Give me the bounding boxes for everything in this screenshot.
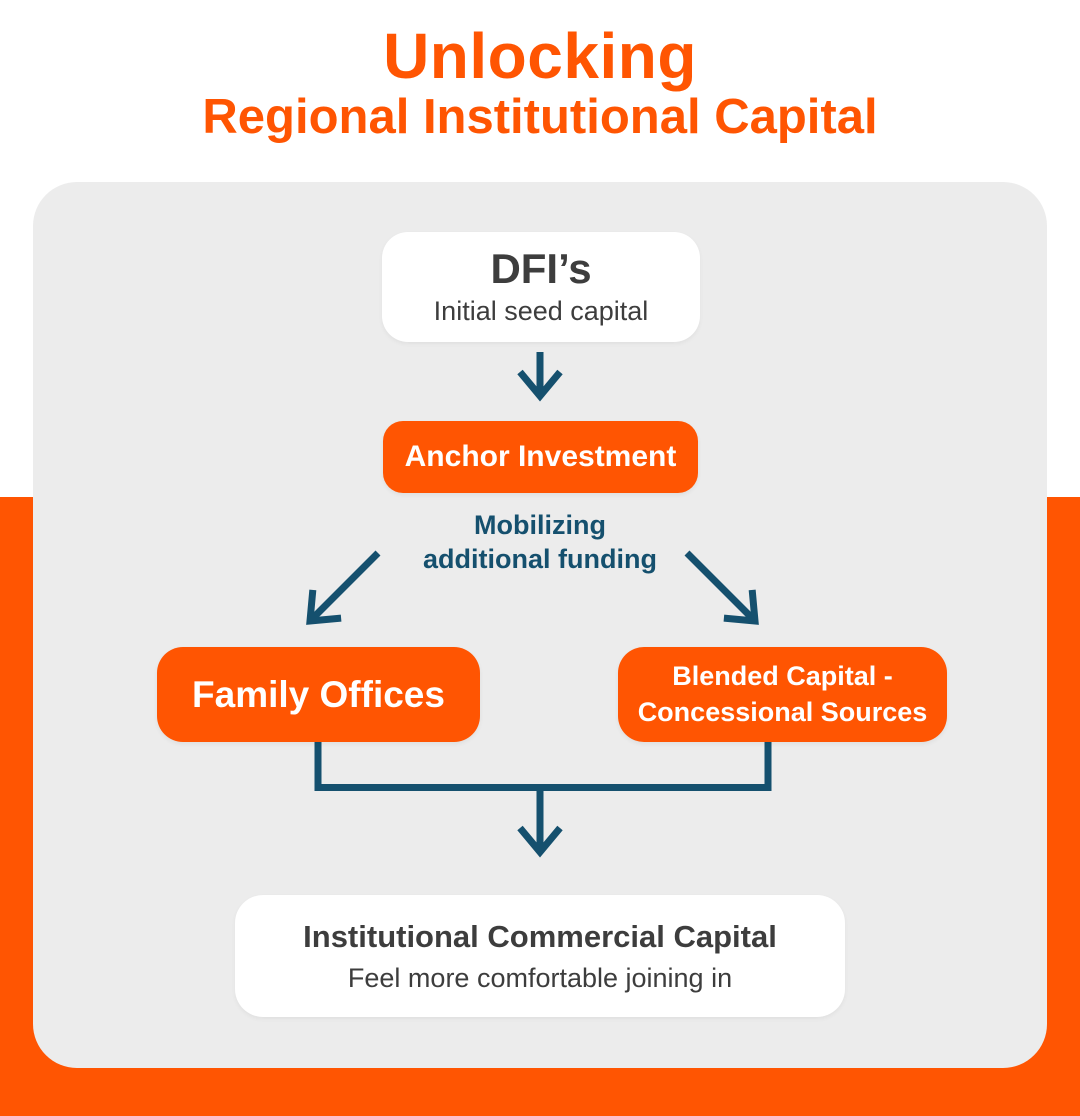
mobilizing-caption-line-1: Mobilizing (474, 510, 606, 540)
family-offices-label: Family Offices (192, 673, 445, 715)
node-family-offices: Family Offices (157, 647, 480, 742)
node-dfi: DFI’s Initial seed capital (382, 232, 700, 342)
page-header: Unlocking Regional Institutional Capital (0, 0, 1080, 145)
page-title-line-2: Regional Institutional Capital (202, 90, 878, 145)
anchor-investment-label: Anchor Investment (404, 440, 677, 473)
page-title-line-1: Unlocking (383, 20, 697, 92)
blended-capital-label-line-1: Blended Capital - (672, 661, 893, 692)
institutional-capital-title: Institutional Commercial Capital (303, 918, 777, 954)
node-institutional-capital: Institutional Commercial Capital Feel mo… (235, 895, 845, 1017)
institutional-capital-subtitle: Feel more comfortable joining in (347, 962, 733, 993)
dfi-subtitle: Initial seed capital (433, 295, 649, 326)
mobilizing-caption-line-2: additional funding (423, 543, 657, 574)
node-anchor-investment: Anchor Investment (383, 421, 698, 493)
node-blended-capital: Blended Capital - Concessional Sources (618, 647, 947, 742)
dfi-title: DFI’s (490, 245, 592, 293)
blended-capital-label-line-2: Concessional Sources (637, 696, 928, 727)
mobilizing-caption: Mobilizing additional funding (290, 509, 790, 577)
